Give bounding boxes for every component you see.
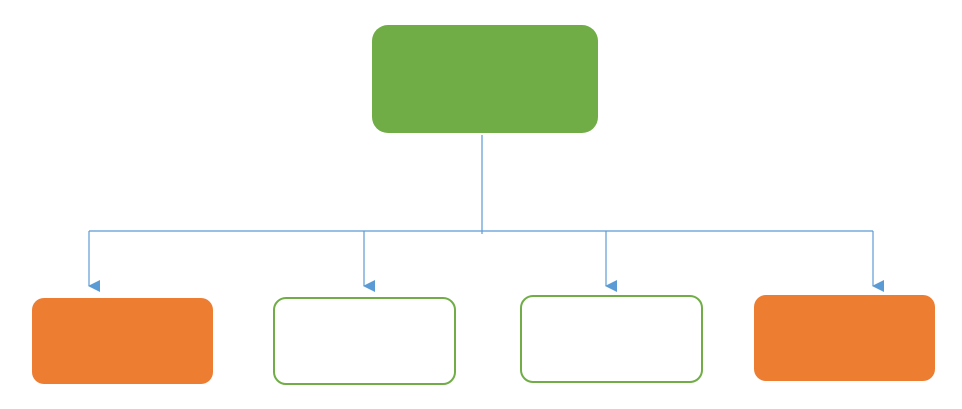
root-node-box[interactable] — [372, 25, 598, 133]
child-node-1-box[interactable] — [32, 298, 213, 384]
child-node-1[interactable] — [32, 298, 213, 384]
child-node-3-box[interactable] — [520, 295, 703, 383]
child-node-2-box[interactable] — [273, 297, 456, 385]
child-node-4-box[interactable] — [754, 295, 935, 381]
child-node-2[interactable] — [273, 297, 456, 385]
child-node-3[interactable] — [520, 295, 703, 383]
child-node-4[interactable] — [754, 295, 935, 381]
root-node[interactable] — [372, 25, 598, 133]
connectors — [88, 135, 884, 292]
